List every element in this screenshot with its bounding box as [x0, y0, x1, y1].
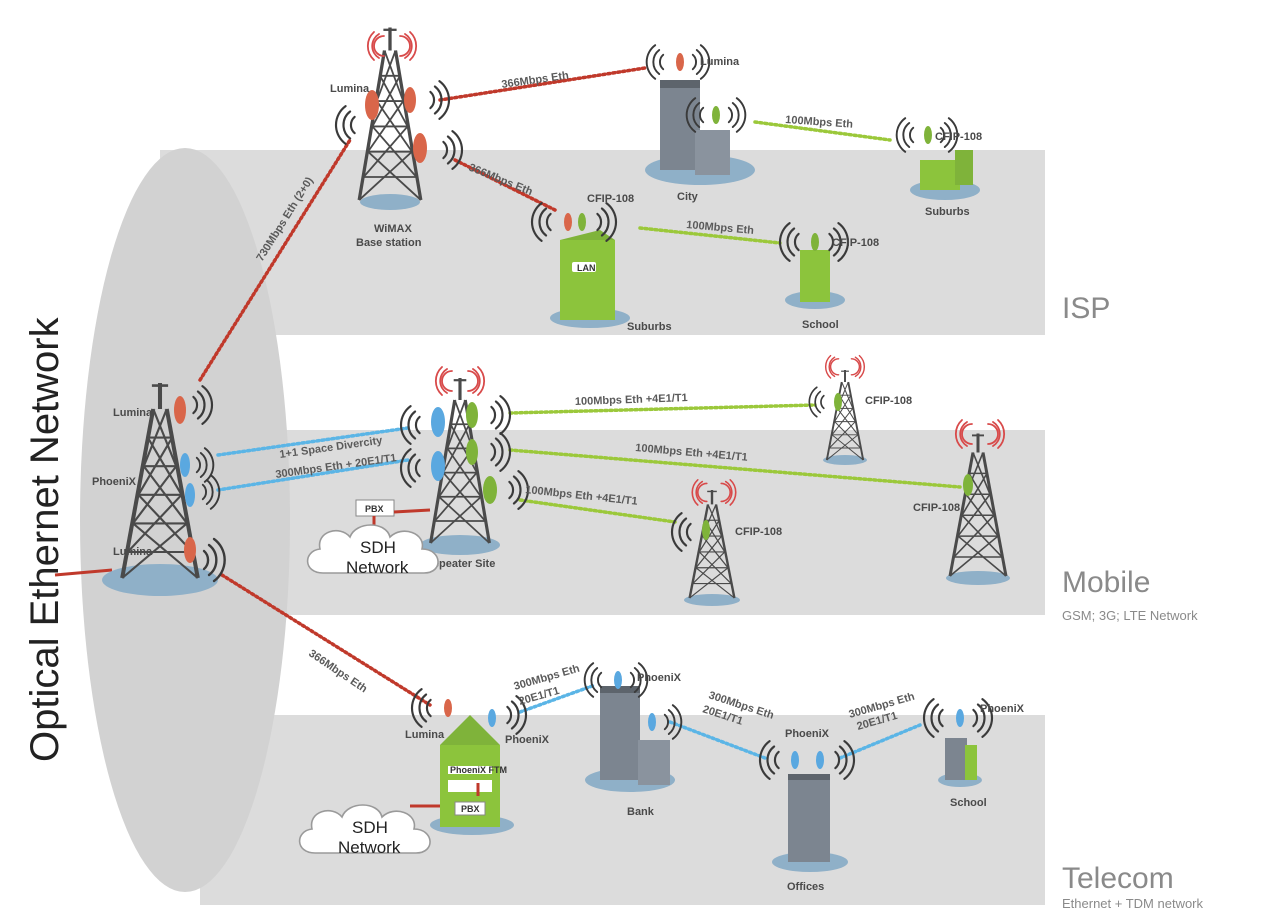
offices-caption: Offices	[787, 881, 824, 893]
school-isp-building: CFIP-108 School	[778, 222, 879, 331]
isp-title: ISP	[1062, 292, 1110, 325]
exchange-right-device-label: PhoeniX	[505, 734, 550, 746]
link-bank-offices-line	[668, 720, 767, 760]
link-wimax-suburbs-line	[453, 158, 557, 212]
telecom-exchange-building: PhoeniX FTM PBX Lumina PhoeniX	[405, 688, 550, 835]
telecom-title: Telecom	[1062, 862, 1174, 895]
core-tower: Lumina PhoeniX Lumina	[92, 383, 226, 596]
repeater-tower: Repeater Site	[399, 366, 530, 570]
city-building: Lumina City	[645, 44, 755, 203]
suburbs-far-caption: Suburbs	[925, 206, 970, 218]
suburbs-caption: Suburbs	[627, 321, 672, 333]
city-caption: City	[677, 191, 699, 203]
mobile-sdh-cloud: SDH Network	[306, 524, 439, 577]
svg-text:SDH: SDH	[352, 818, 388, 837]
bank-building: PhoeniX Bank	[583, 662, 683, 818]
mobile-title: Mobile	[1062, 566, 1150, 599]
link-core-repeater-line-2	[216, 458, 410, 492]
school-telecom-device-label: PhoeniX	[980, 703, 1025, 715]
mobile-tower-c-label: CFIP-108	[735, 526, 782, 538]
wimax-tower: Lumina WiMAX Base station	[330, 25, 464, 249]
link-repeater-a-label: 100Mbps Eth +4E1/T1	[575, 392, 688, 408]
exchange-left-device-label: Lumina	[405, 729, 445, 741]
suburbs-far-building: CFIP-108 Suburbs	[895, 117, 982, 218]
link-wimax-city-line	[438, 66, 647, 102]
core-label-phoenix: PhoeniX	[92, 476, 137, 488]
link-repeater-a-line	[508, 403, 817, 415]
mobile-tower-b: CFIP-108	[913, 419, 1010, 585]
suburbs-device-label: CFIP-108	[587, 193, 634, 205]
page-title: Optical Ethernet Network	[23, 316, 67, 762]
link-repeater-b-line	[508, 448, 962, 489]
link-city-suburbs-line	[753, 120, 892, 142]
school-telecom-caption: School	[950, 797, 987, 809]
link-suburbs-school-line	[638, 226, 782, 245]
mobile-band	[220, 430, 1045, 615]
link-repeater-c-line	[518, 498, 677, 524]
mobile-tower-b-label: CFIP-108	[913, 502, 960, 514]
link-core-exchange-label: 366Mbps Eth	[306, 648, 369, 696]
svg-text:SDH: SDH	[360, 538, 396, 557]
wimax-device-label: Lumina	[330, 83, 370, 95]
core-fiber-line	[54, 568, 113, 577]
bank-caption: Bank	[627, 806, 655, 818]
svg-text:PBX: PBX	[365, 504, 384, 514]
link-exchange-bank-line	[518, 683, 597, 714]
link-core-exchange-line	[220, 573, 432, 707]
suburbs-lan-label: LAN	[577, 263, 596, 273]
telecom-sdh-cloud: SDH Network	[298, 804, 431, 857]
wimax-caption-2: Base station	[356, 237, 422, 249]
school-telecom-building: PhoeniX School	[922, 698, 1025, 809]
bank-device-label: PhoeniX	[637, 672, 682, 684]
repeater-caption: Repeater Site	[425, 558, 495, 570]
link-suburbs-school-label: 100Mbps Eth	[686, 219, 755, 237]
svg-text:Network: Network	[338, 838, 401, 857]
city-device-label: Lumina	[700, 56, 740, 68]
exchange-pbx: PBX	[461, 804, 480, 814]
offices-building: PhoeniX Offices	[758, 728, 856, 893]
svg-text:Network: Network	[346, 558, 409, 577]
school-isp-caption: School	[802, 319, 839, 331]
school-isp-device-label: CFIP-108	[832, 237, 879, 249]
link-core-wimax-line	[198, 138, 352, 382]
mobile-tower-a-label: CFIP-108	[865, 395, 912, 407]
link-core-repeater-line-1	[216, 426, 410, 457]
telecom-subtitle: Ethernet + TDM network	[1062, 896, 1204, 911]
wimax-caption-1: WiMAX	[374, 223, 412, 235]
link-wimax-city-label: 366Mbps Eth	[501, 70, 570, 91]
suburbs-far-device-label: CFIP-108	[935, 131, 982, 143]
mobile-subtitle: GSM; 3G; LTE Network	[1062, 608, 1198, 623]
mobile-tower-a: CFIP-108	[808, 354, 912, 465]
core-label-lumina-2: Lumina	[113, 546, 153, 558]
core-label-lumina-1: Lumina	[113, 407, 153, 419]
mobile-tower-c: CFIP-108	[670, 478, 782, 606]
link-city-suburbs-label: 100Mbps Eth	[785, 114, 854, 131]
offices-device-label: PhoeniX	[785, 728, 830, 740]
suburbs-lan-building: LAN CFIP-108 Suburbs	[530, 193, 672, 333]
exchange-sign: PhoeniX FTM	[450, 765, 507, 775]
